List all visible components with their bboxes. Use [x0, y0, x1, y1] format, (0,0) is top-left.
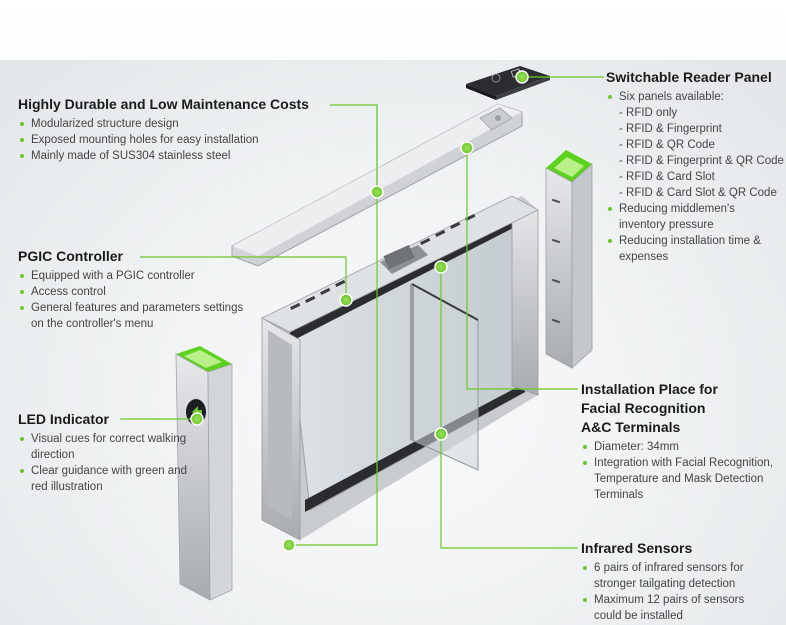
- callout-dot-facial: [460, 141, 474, 155]
- feature-list: Modularized structure design Exposed mou…: [18, 116, 338, 164]
- callout-dot-infrared-bottom: [434, 427, 448, 441]
- panel-option: - RFID only: [619, 107, 678, 119]
- section-title: LED Indicator: [18, 411, 110, 427]
- fingerprint-reader-icon: [491, 73, 501, 83]
- callout-dot-durable: [370, 185, 384, 199]
- panel-option: - RFID & Fingerprint & QR Code: [619, 155, 784, 167]
- callout-dot-pgic: [339, 293, 353, 307]
- section-pgic: PGIC Controller Equipped with a PGIC con…: [18, 247, 258, 332]
- list-item: Exposed mounting holes for easy installa…: [18, 132, 338, 148]
- list-item: General features and parameters settings…: [18, 300, 251, 332]
- section-title: PGIC Controller: [18, 248, 124, 264]
- panel-option: - RFID & QR Code: [619, 139, 715, 151]
- callout-dot-base: [282, 538, 296, 552]
- feature-list: Visual cues for correct walking directio…: [18, 431, 193, 495]
- list-item: Maximum 12 pairs of sensors could be ins…: [581, 592, 764, 624]
- section-reader: Switchable Reader Panel Six panels avail…: [606, 68, 784, 265]
- section-title: Switchable Reader Panel: [606, 69, 772, 85]
- section-led: LED Indicator Visual cues for correct wa…: [18, 410, 193, 495]
- panel-options: - RFID only - RFID & Fingerprint - RFID …: [606, 105, 784, 201]
- leader-lines: [120, 76, 604, 549]
- panel-option: - RFID & Fingerprint: [619, 123, 722, 135]
- list-item: Reducing installation time & expenses: [606, 233, 779, 265]
- list-item: Equipped with a PGIC controller: [18, 268, 258, 284]
- feature-list: Reducing middlemen's inventory pressure …: [606, 201, 784, 265]
- list-item: Mainly made of SUS304 stainless steel: [18, 148, 338, 164]
- list-item: Modularized structure design: [18, 116, 338, 132]
- section-durable: Highly Durable and Low Maintenance Costs…: [18, 95, 338, 164]
- walk-direction-arrow-icon: [192, 406, 202, 418]
- list-item: Access control: [18, 284, 258, 300]
- panel-option: - RFID & Card Slot & QR Code: [619, 187, 777, 199]
- list-item: Integration with Facial Recognition, Tem…: [581, 455, 786, 503]
- feature-list: Six panels available:: [606, 89, 784, 105]
- list-item: 6 pairs of infrared sensors for stronger…: [581, 560, 764, 592]
- section-title: Highly Durable and Low Maintenance Costs: [18, 96, 309, 112]
- feature-list: Diameter: 34mm Integration with Facial R…: [581, 439, 781, 503]
- callout-dots: [190, 70, 529, 552]
- list-item: Visual cues for correct walking directio…: [18, 431, 191, 463]
- callout-dot-infrared-top: [434, 260, 448, 274]
- list-item: Diameter: 34mm: [581, 439, 781, 455]
- right-post: [545, 150, 593, 369]
- section-facial: Installation Place for Facial Recognitio…: [581, 380, 781, 503]
- list-item: Reducing middlemen's inventory pressure: [606, 201, 759, 233]
- section-title: Infrared Sensors: [581, 540, 693, 556]
- section-infrared: Infrared Sensors 6 pairs of infrared sen…: [581, 539, 781, 624]
- reader-panel: [466, 66, 550, 100]
- callout-dot-led: [190, 412, 204, 426]
- feature-list: Equipped with a PGIC controller Access c…: [18, 268, 258, 332]
- list-item: Six panels available:: [606, 89, 784, 105]
- list-item: Clear guidance with green and red illust…: [18, 463, 201, 495]
- section-title: Installation Place for Facial Recognitio…: [581, 381, 718, 435]
- callout-dot-reader: [515, 70, 529, 84]
- feature-list: 6 pairs of infrared sensors for stronger…: [581, 560, 781, 624]
- panel-option: - RFID & Card Slot: [619, 171, 715, 183]
- cabinet-frame: [261, 195, 539, 541]
